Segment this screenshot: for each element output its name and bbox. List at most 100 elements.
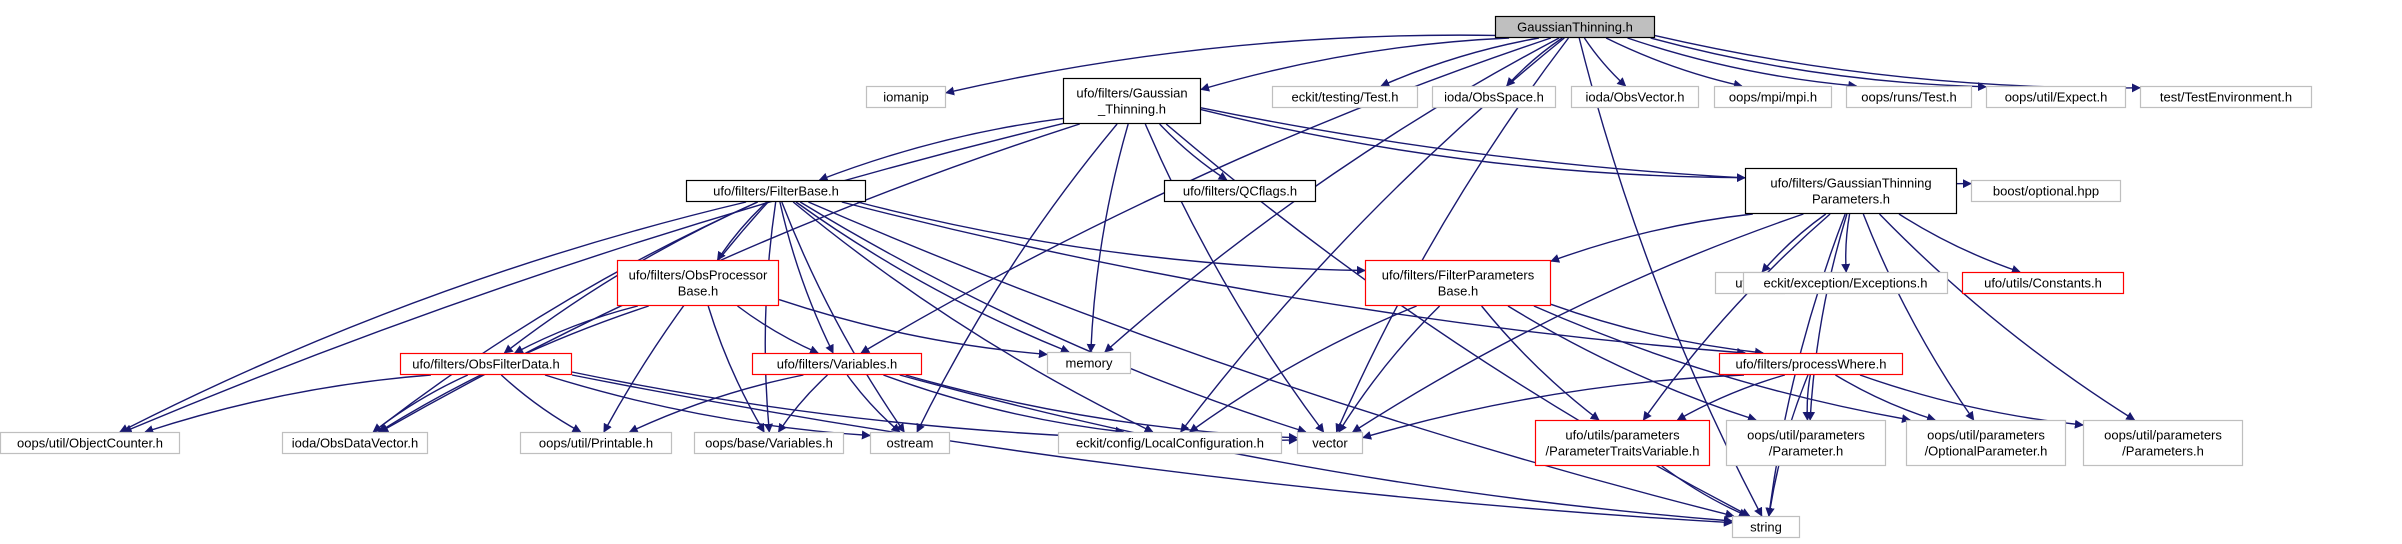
- node-params[interactable]: oops/util/parameters/Parameters.h: [2082, 419, 2244, 467]
- node-param[interactable]: oops/util/parameters/Parameter.h: [1725, 419, 1887, 467]
- node-label: /Parameters.h: [2122, 444, 2204, 459]
- edge-gt-to-gtparams: [1200, 108, 1746, 183]
- edge-filterbase-to-localconfig: [792, 201, 1154, 433]
- node-oops_mpi[interactable]: oops/mpi/mpi.h: [1713, 85, 1833, 109]
- node-box: [1062, 77, 1202, 125]
- node-box: [519, 431, 673, 455]
- node-box: [2082, 419, 2244, 467]
- node-testenv[interactable]: test/TestEnvironment.h: [2139, 85, 2313, 109]
- node-box: [1296, 431, 1364, 455]
- edge-obsproc-to-memory: [778, 298, 1048, 359]
- edge-root-to-ioda_vector: [1583, 37, 1627, 87]
- edge-processwhere-to-vector: [1362, 374, 1745, 440]
- node-label: ufo/filters/GaussianThinning: [1770, 176, 1931, 191]
- edge-gtparams-to-params: [1878, 213, 2136, 421]
- node-oops_vars[interactable]: oops/base/Variables.h: [693, 431, 845, 455]
- edge-fparams-to-localconfig: [1189, 305, 1417, 433]
- node-constants[interactable]: ufo/utils/Constants.h: [1961, 271, 2125, 295]
- node-processwhere[interactable]: ufo/filters/processWhere.h: [1718, 352, 1904, 376]
- edge-gtparams-to-vector: [1351, 213, 1804, 433]
- node-label: ufo/filters/Variables.h: [777, 357, 897, 372]
- edge-root-to-iomanip: [945, 34, 1496, 96]
- node-label: /ParameterTraitsVariable.h: [1546, 444, 1700, 459]
- node-ostream[interactable]: ostream: [869, 431, 951, 455]
- node-box: [616, 259, 780, 307]
- node-label: ufo/filters/QCflags.h: [1183, 184, 1297, 199]
- node-box: [399, 352, 573, 376]
- node-localconfig[interactable]: eckit/config/LocalConfiguration.h: [1057, 431, 1283, 455]
- node-box: [693, 431, 845, 455]
- edge-root-to-memory: [1104, 37, 1560, 353]
- node-qcflags[interactable]: ufo/filters/QCflags.h: [1163, 179, 1317, 203]
- node-label: ufo/filters/FilterBase.h: [713, 184, 839, 199]
- node-eckit_exc[interactable]: eckit/exception/Exceptions.h: [1742, 271, 1949, 295]
- node-ioda_space[interactable]: ioda/ObsSpace.h: [1431, 85, 1557, 109]
- node-label: Base.h: [678, 284, 718, 299]
- node-filterbase[interactable]: ufo/filters/FilterBase.h: [685, 179, 867, 203]
- edge-processwhere-to-optparam: [1835, 374, 1936, 422]
- node-label: ufo/utils/parameters: [1565, 428, 1680, 443]
- edge-gtparams-to-constants: [1898, 213, 2021, 274]
- edge-processwhere-to-ptv: [1676, 374, 1785, 421]
- node-ioda_vector[interactable]: ioda/ObsVector.h: [1570, 85, 1700, 109]
- node-label: test/TestEnvironment.h: [2160, 90, 2292, 105]
- node-box: [1985, 85, 2127, 109]
- node-optparam[interactable]: oops/util/parameters/OptionalParameter.h: [1905, 419, 2067, 467]
- edge-filterbase-to-string: [808, 201, 1735, 519]
- node-label: ufo/filters/ObsProcessor: [629, 268, 768, 283]
- node-iomanip[interactable]: iomanip: [865, 85, 947, 109]
- node-label: Parameters.h: [1812, 192, 1890, 207]
- node-box: [1961, 271, 2125, 295]
- edge-gtparams-to-optparam: [1862, 213, 1975, 421]
- node-variables[interactable]: ufo/filters/Variables.h: [751, 352, 923, 376]
- node-box: [1970, 179, 2122, 203]
- node-label: ufo/utils/Constants.h: [1984, 276, 2102, 291]
- edge-gtparams-to-param: [1806, 213, 1848, 421]
- edge-obsfilterdata-to-string: [571, 374, 1733, 527]
- edge-filterbase-to-oops_vars: [764, 201, 777, 433]
- node-ptv[interactable]: ufo/utils/parameters/ParameterTraitsVari…: [1534, 419, 1711, 467]
- node-obsdatavector[interactable]: ioda/ObsDataVector.h: [281, 431, 429, 455]
- node-printable[interactable]: oops/util/Printable.h: [519, 431, 673, 455]
- node-box: [751, 352, 923, 376]
- edge-obsfilterdata-to-ostream: [544, 374, 871, 440]
- edge-gtparams-to-ptv: [1642, 213, 1831, 421]
- edge-filterbase-to-memory: [795, 201, 1070, 354]
- node-box: [1713, 85, 1833, 109]
- node-label: ufo/filters/Gaussian: [1076, 86, 1187, 101]
- node-label: iomanip: [883, 90, 929, 105]
- edge-filterbase-to-printable: [603, 201, 769, 433]
- node-label: oops/runs/Test.h: [1861, 90, 1956, 105]
- node-oops_expect[interactable]: oops/util/Expect.h: [1985, 85, 2127, 109]
- edge-filterbase-to-vector: [799, 201, 1307, 434]
- edge-root-to-gt: [1200, 37, 1510, 92]
- node-memory[interactable]: memory: [1046, 351, 1132, 375]
- edge-filterbase-to-processwhere: [841, 201, 1747, 357]
- node-label: ostream: [887, 436, 934, 451]
- node-box: [1905, 419, 2067, 467]
- node-string[interactable]: string: [1731, 515, 1801, 539]
- node-obsfilterdata[interactable]: ufo/filters/ObsFilterData.h: [399, 352, 573, 376]
- node-label: oops/base/Variables.h: [705, 436, 833, 451]
- node-vector[interactable]: vector: [1296, 431, 1364, 455]
- node-box: [1431, 85, 1557, 109]
- node-gt[interactable]: ufo/filters/Gaussian_Thinning.h: [1062, 77, 1202, 125]
- edge-obsproc-to-variables: [737, 305, 819, 354]
- node-box: [1731, 515, 1801, 539]
- edge-obsfilterdata-to-printable: [500, 374, 582, 433]
- node-label: GaussianThinning.h: [1517, 20, 1633, 35]
- edge-gt-to-vector: [1144, 123, 1325, 433]
- node-box: [1364, 259, 1552, 307]
- edge-filterbase-to-ostream: [781, 201, 905, 433]
- node-objcounter[interactable]: oops/util/ObjectCounter.h: [0, 431, 181, 455]
- node-label: eckit/exception/Exceptions.h: [1763, 276, 1927, 291]
- node-box: [281, 431, 429, 455]
- node-oops_runs[interactable]: oops/runs/Test.h: [1845, 85, 1973, 109]
- node-boost_opt[interactable]: boost/optional.hpp: [1970, 179, 2122, 203]
- node-root[interactable]: GaussianThinning.h: [1494, 15, 1656, 39]
- node-eckit_test[interactable]: eckit/testing/Test.h: [1271, 85, 1419, 109]
- edge-gtparams-to-utility: [1761, 213, 1827, 273]
